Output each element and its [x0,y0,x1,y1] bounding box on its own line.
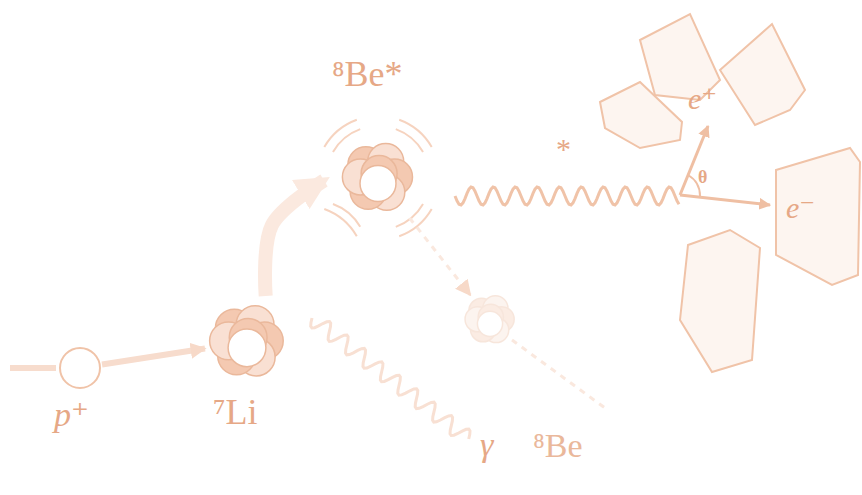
proton [60,348,100,388]
nucleon [360,166,396,202]
nuclei [210,120,515,376]
nucleus-node: p⁺ [58,346,102,390]
detector [720,24,805,125]
nucleon [477,311,502,336]
annotation-label: θ [698,168,707,186]
nucleus-node: ⁸Be* [338,138,418,218]
beryllium-nucleus [465,296,514,343]
virtual-photon-wave [455,187,679,205]
detector [776,148,860,285]
lithium-nucleus [210,306,284,376]
vibration-arc [324,120,356,147]
nucleon [228,329,266,367]
nucleus-node: ⁸Be [465,295,515,345]
nucleus-label: ⁸Be* [332,56,403,92]
wavy-lines [311,187,679,439]
recoil-track [512,340,605,408]
reaction-arrow [265,180,324,296]
annotation-label: γ [480,428,493,462]
detector-array [600,14,860,372]
annotation-label: e⁻ [786,193,815,223]
nucleus-label: p⁺ [54,398,89,432]
nucleus-label: ⁸Be [533,429,583,463]
detector [680,230,760,372]
reaction-arrow [102,349,205,365]
gamma-wave [311,318,470,439]
nucleus-node: ⁷Li [205,300,289,384]
vibration-arc [324,209,356,236]
vibration-arc [399,209,431,236]
reaction-arrow [410,218,471,295]
electron-track [680,195,770,205]
vibration-arc [399,120,431,147]
nucleus-label: ⁷Li [213,394,258,430]
excited-beryllium-nucleus [342,144,412,211]
beam-line [10,365,56,371]
positron-track [680,126,708,195]
annotation-label: * [556,134,571,164]
annotation-label: e⁺ [688,84,717,114]
